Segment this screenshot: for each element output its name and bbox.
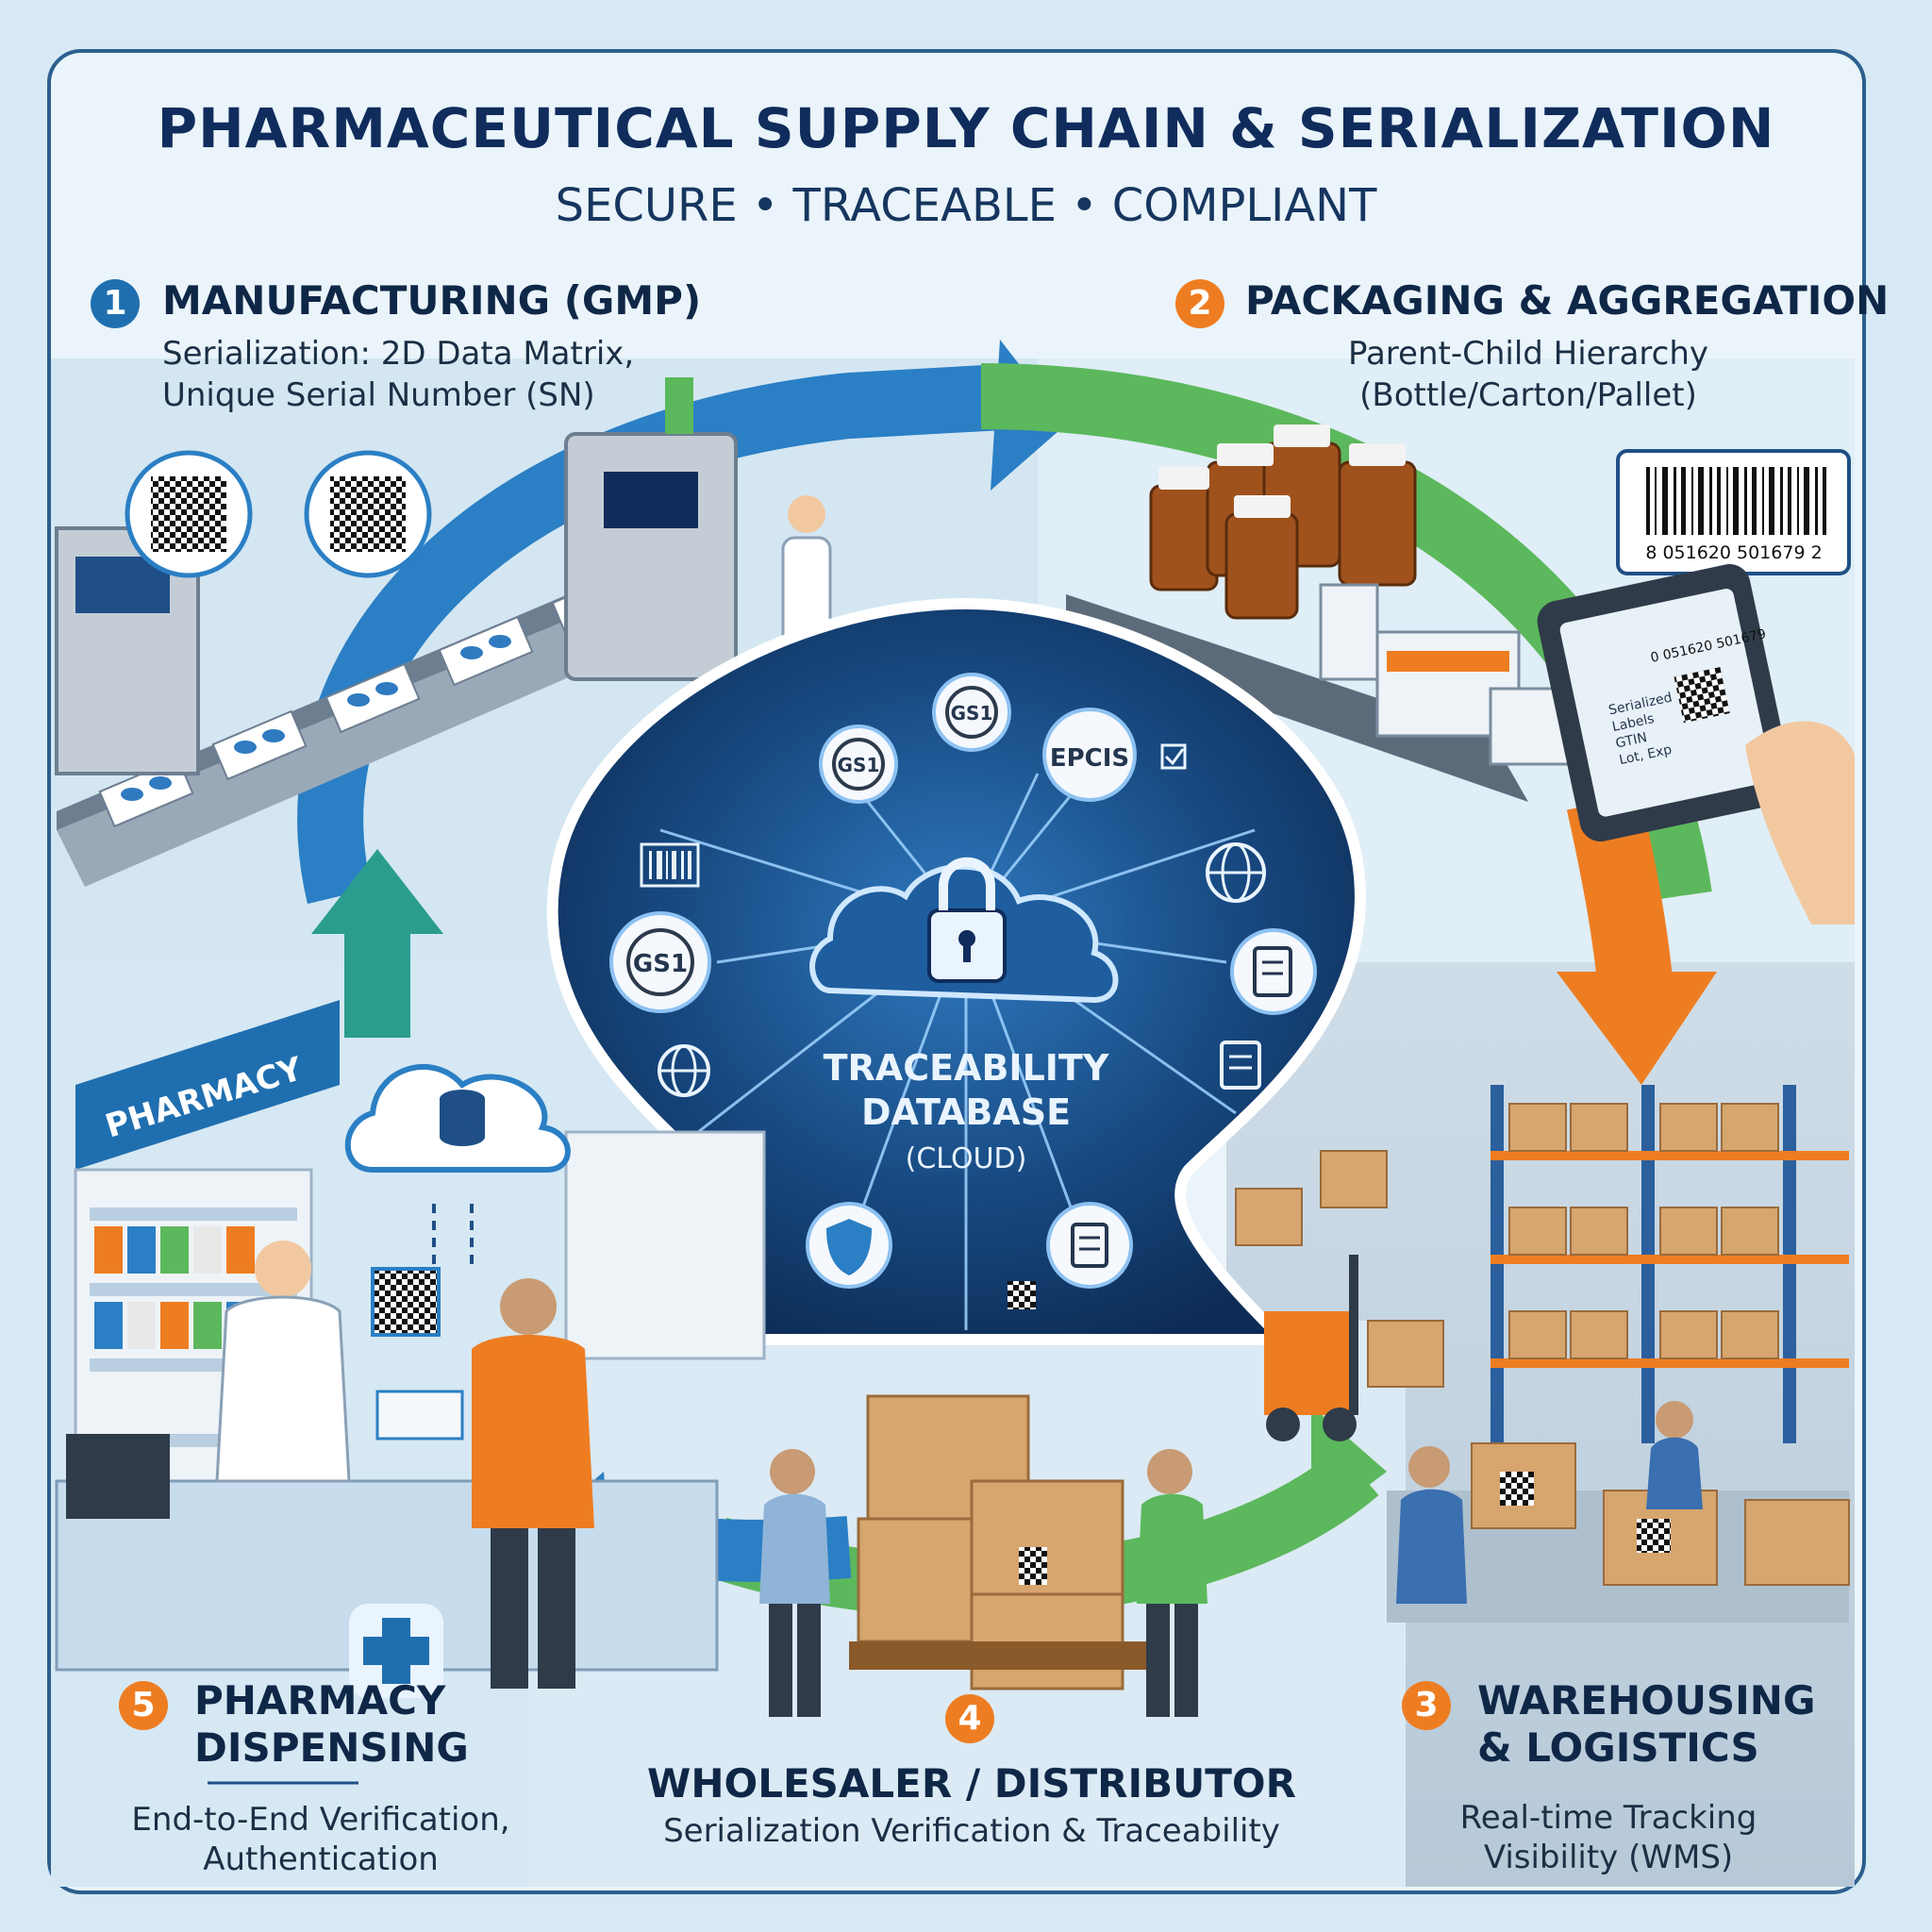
step5-badge: 5: [119, 1681, 168, 1730]
step2-title: PACKAGING & AGGREGATION: [1245, 277, 1890, 324]
step1-desc-line-1: Serialization: 2D Data Matrix,: [162, 335, 635, 373]
step5-desc-line-2: Authentication: [203, 1840, 439, 1878]
clipboard-icon: [1230, 928, 1317, 1015]
gs1-label-top-right: GS1: [951, 702, 993, 724]
step3-badge: 3: [1402, 1681, 1451, 1730]
step4-badge: 4: [945, 1694, 994, 1743]
gs1-node-top: [819, 724, 898, 804]
tablet-line-3: GTIN: [1614, 730, 1648, 752]
epcis-node: [1042, 708, 1137, 802]
step5-desc-line-1: End-to-End Verification,: [131, 1801, 510, 1839]
hub-line-2: DATABASE: [861, 1091, 1071, 1133]
datamatrix-code-1: [151, 476, 226, 552]
datamatrix-code-2: [330, 476, 406, 552]
gs1-node-left: [609, 911, 711, 1013]
flow-arrow-1-to-2: [297, 363, 1021, 905]
shield-lock-icon: [806, 1202, 892, 1289]
barcode-icon-left: [640, 842, 700, 888]
qr-node-bottom: [1008, 1281, 1036, 1309]
step4-desc: Serialization Verification & Traceabilit…: [663, 1812, 1280, 1850]
upload-arrows: [432, 1198, 474, 1264]
step1-title: MANUFACTURING (GMP): [162, 277, 702, 324]
warehouse-scene: [1235, 1085, 1850, 1623]
step2-desc-line-2: (Bottle/Carton/Pallet): [1359, 376, 1697, 414]
distributor-scene: [759, 1394, 1208, 1717]
step3-desc-line-2: Visibility (WMS): [1483, 1839, 1734, 1876]
cloud-database-icon: [344, 1063, 571, 1173]
step1-desc-line-2: Unique Serial Number (SN): [162, 376, 595, 414]
step5-title-line-1: PHARMACY: [194, 1677, 446, 1724]
gs1-label-left: GS1: [633, 950, 688, 978]
manufacturing-line: [55, 377, 832, 887]
page-title: PHARMACEUTICAL SUPPLY CHAIN & SERIALIZAT…: [157, 96, 1775, 160]
epcis-label: EPCIS: [1050, 744, 1129, 773]
gs1-node-top-right: [932, 673, 1011, 752]
hub-line-3: (CLOUD): [906, 1142, 1027, 1175]
arrow-head-orange: [1557, 972, 1717, 1085]
step3-title-line-2: & LOGISTICS: [1477, 1724, 1759, 1771]
globe-icon: [1206, 842, 1266, 903]
step2-desc-line-1: Parent-Child Hierarchy: [1347, 335, 1709, 373]
tablet-scanner: [1537, 564, 1855, 924]
step3-desc-line-1: Real-time Tracking: [1459, 1799, 1757, 1837]
document-icon-right: [1220, 1041, 1261, 1090]
step3-title-line-1: WAREHOUSING: [1477, 1677, 1816, 1724]
step5-title-line-2: DISPENSING: [194, 1724, 469, 1771]
pharmacy-qr-code: [371, 1267, 441, 1337]
step2-badge: 2: [1175, 279, 1224, 328]
barcode-number: 8 051620 501679 2: [1645, 542, 1822, 563]
page-subtitle: SECURE • TRACEABLE • COMPLIANT: [555, 179, 1377, 232]
globe-icon-left: [658, 1044, 710, 1097]
barcode-card: [1616, 449, 1851, 575]
hub-line-1: TRACEABILITY: [824, 1047, 1109, 1089]
pharmacy-scene: [55, 1000, 766, 1698]
step1-badge: 1: [91, 279, 140, 328]
certificate-icon: [1046, 1202, 1133, 1289]
gs1-label-top: GS1: [838, 754, 880, 776]
checkbox-icon-top: [1160, 743, 1187, 770]
cloud-lock-icon: [809, 857, 1119, 1004]
step4-title: WHOLESALER / DISTRIBUTOR: [647, 1760, 1296, 1807]
arrow-head-teal: [311, 849, 443, 934]
forklift: [1264, 1311, 1349, 1415]
